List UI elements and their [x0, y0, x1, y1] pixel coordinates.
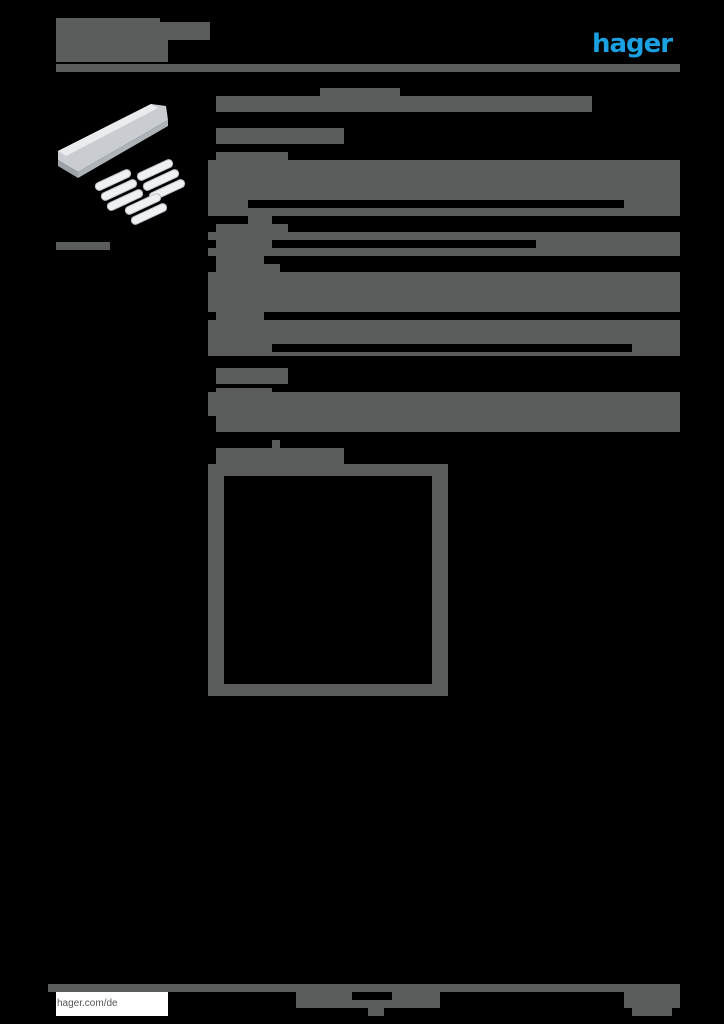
diagram-heading — [216, 448, 344, 464]
diagram-heading-tick — [272, 440, 280, 448]
section-heading — [216, 368, 288, 384]
diagram-area — [224, 476, 432, 684]
spec-table — [208, 344, 272, 352]
header-title-block — [56, 22, 210, 40]
spec-table — [216, 388, 272, 392]
footer-center-block — [392, 992, 440, 1000]
page-title — [216, 96, 592, 112]
section-label — [248, 216, 272, 224]
website-link[interactable]: hager.com/de — [56, 992, 168, 1016]
footer-right-block — [632, 1008, 672, 1016]
section-label — [216, 152, 288, 162]
header-subtitle-block — [56, 40, 168, 62]
spec-table — [216, 256, 264, 264]
diagram-frame — [208, 464, 448, 696]
row-divider — [248, 200, 624, 208]
product-image — [56, 96, 206, 226]
spec-table — [208, 232, 680, 240]
spec-table — [536, 240, 680, 248]
spec-table — [208, 272, 680, 312]
spec-table — [208, 248, 680, 256]
hager-logo: hager — [592, 29, 673, 59]
spec-table — [216, 264, 280, 272]
spec-table — [208, 208, 680, 216]
footer-right-block — [624, 992, 680, 1008]
product-image-caption — [56, 242, 110, 250]
spec-table — [624, 200, 680, 208]
spec-table — [208, 160, 680, 200]
footer-divider — [48, 984, 680, 992]
spec-table — [632, 344, 680, 352]
spec-table — [208, 200, 248, 208]
spec-table — [216, 312, 264, 320]
spec-table — [208, 352, 680, 356]
spec-table — [216, 240, 272, 248]
spec-table — [216, 416, 680, 432]
header-divider — [56, 64, 680, 72]
spec-table — [208, 392, 680, 416]
footer-page-marker — [368, 1008, 384, 1016]
spec-table — [208, 320, 680, 344]
section-heading — [216, 128, 344, 144]
page-title-accent — [320, 88, 400, 96]
footer-center-block — [296, 992, 352, 1008]
spec-table — [216, 224, 288, 232]
footer-center-block — [352, 1000, 440, 1008]
